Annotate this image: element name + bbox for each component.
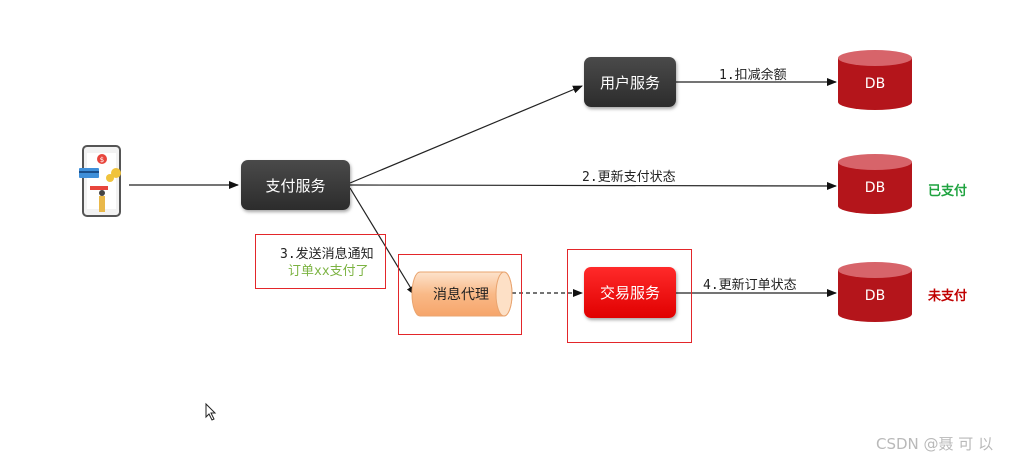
highlight-frame-message — [255, 234, 386, 289]
db-cylinder-2 — [838, 154, 912, 214]
edge-label-order-paid: 订单xx支付了 — [288, 264, 369, 279]
watermark: CSDN @聂 可 以 — [876, 435, 994, 453]
edge-label-update-pay-status: 2.更新支付状态 — [582, 170, 676, 185]
arrow-payment-to-user — [349, 85, 583, 184]
db-label-3: DB — [864, 288, 886, 304]
edge-label-deduct-balance: 1.扣减余额 — [719, 68, 787, 83]
mouse-cursor-icon — [205, 402, 217, 421]
db-label-1: DB — [864, 76, 886, 92]
highlight-frame-trade — [567, 249, 692, 343]
highlight-frame-broker — [398, 254, 522, 335]
message-broker-label: 消息代理 — [433, 287, 489, 303]
payment-service-box[interactable]: 支付服务 — [241, 160, 350, 210]
db-cylinder-3 — [838, 262, 912, 322]
svg-text:$: $ — [100, 156, 104, 164]
status-paid: 已支付 — [928, 184, 968, 199]
message-broker-shape — [411, 271, 513, 317]
trade-service-box[interactable]: 交易服务 — [584, 267, 676, 318]
db-cylinder-1 — [838, 50, 912, 110]
user-service-label: 用户服务 — [599, 73, 660, 92]
arrow-payment-to-db2 — [349, 181, 837, 190]
status-unpaid: 未支付 — [928, 289, 968, 304]
edge-label-send-message: 3.发送消息通知 — [280, 247, 374, 262]
arrow-payment-to-broker — [349, 187, 416, 296]
user-service-box[interactable]: 用户服务 — [584, 57, 676, 107]
db-label-2: DB — [864, 180, 886, 196]
trade-service-label: 交易服务 — [599, 284, 660, 302]
edge-label-update-order-status: 4.更新订单状态 — [703, 278, 797, 293]
payment-service-label: 支付服务 — [265, 176, 326, 195]
mobile-payment-icon: $ — [79, 145, 121, 217]
